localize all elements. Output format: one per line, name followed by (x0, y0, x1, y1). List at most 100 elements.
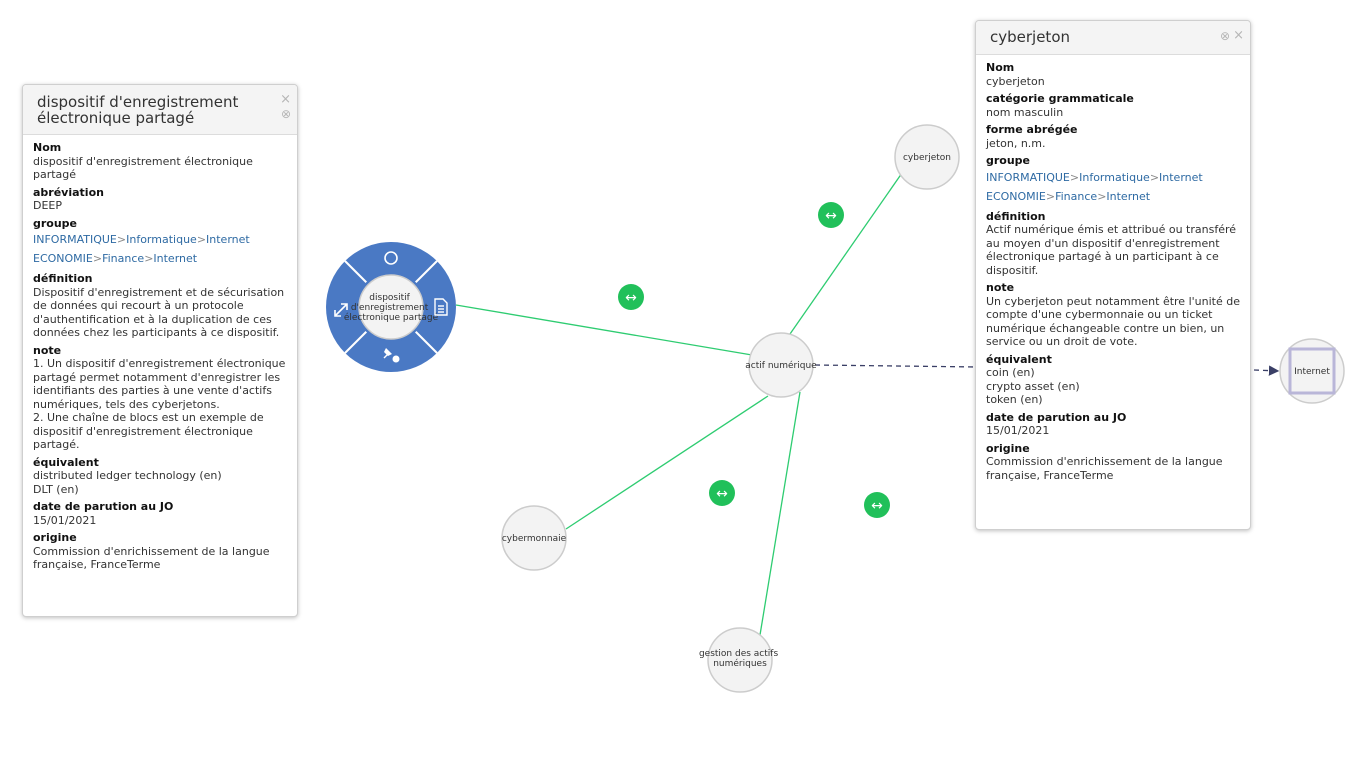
close-icon[interactable]: × (1233, 28, 1244, 43)
field-label: catégorie grammaticale (986, 92, 1134, 105)
expand-icon[interactable] (334, 303, 348, 317)
radial-menu[interactable]: dispositif d'enregistrement électronique… (326, 242, 456, 372)
group-link[interactable]: Internet (153, 252, 198, 265)
group-path: INFORMATIQUE>Informatique>Internet (33, 230, 287, 249)
separator: > (144, 252, 154, 265)
node-label-line-1: gestion des actifs (699, 649, 779, 659)
left-info-panel: dispositif d'enregistrement électronique… (22, 84, 298, 617)
document-icon[interactable] (434, 298, 448, 316)
field-label: abréviation (33, 185, 104, 199)
circle-icon[interactable] (384, 251, 398, 265)
separator: > (1069, 170, 1080, 184)
field-label: note (986, 281, 1015, 294)
minimize-icon[interactable]: ⊗ (1219, 29, 1230, 43)
field-label: origine (986, 441, 1030, 455)
field-value: crypto asset (en) (986, 379, 1080, 393)
field-value: Actif numérique émis et attribué ou tran… (986, 223, 1237, 277)
field-value: nom masculin (986, 105, 1064, 119)
group-link[interactable]: Finance (102, 252, 145, 265)
edge-badge-top[interactable]: ↔ (818, 202, 844, 228)
field-value: token (en) (986, 393, 1043, 406)
group-link[interactable]: INFORMATIQUE (986, 170, 1070, 184)
edge-center-top[interactable] (789, 172, 903, 335)
swap-arrows-icon: ↔ (625, 290, 637, 306)
field-value: distributed ledger technology (en) (33, 469, 222, 482)
field-label: définition (33, 272, 93, 285)
edge-center-left[interactable] (455, 304, 753, 356)
field-label: Nom (986, 61, 1015, 74)
field-value: 2. Une chaîne de blocs est un exemple de… (33, 411, 264, 451)
field-value: jeton, n.m. (986, 136, 1046, 150)
node-label-line-2: numériques (713, 658, 767, 669)
separator: > (116, 233, 127, 246)
group-link[interactable]: Internet (1106, 189, 1151, 203)
swap-arrows-icon: ↔ (871, 498, 883, 514)
edge-badge-bottom-left[interactable]: ↔ (709, 480, 735, 506)
field-value: 15/01/2021 (986, 424, 1050, 437)
edge-badge-left[interactable]: ↔ (618, 284, 644, 310)
field-label: date de parution au JO (33, 500, 174, 513)
swap-arrows-icon: ↔ (716, 486, 728, 502)
node-label-line-2: d'enregistrement (351, 303, 429, 313)
group-link[interactable]: Internet (1159, 170, 1203, 184)
group-link[interactable]: INFORMATIQUE (33, 233, 117, 246)
separator: > (92, 252, 103, 265)
edge-center-bottom-left[interactable] (565, 395, 769, 530)
field-label: groupe (33, 216, 78, 230)
separator: > (1045, 189, 1056, 203)
group-link[interactable]: Informatique (126, 233, 197, 246)
edge-center-right-dashed[interactable] (814, 364, 981, 368)
field-label: équivalent (33, 455, 99, 469)
node-bottom-left[interactable]: cybermonnaie (501, 505, 567, 571)
separator: > (1149, 170, 1160, 184)
field-label: équivalent (986, 352, 1052, 366)
edge-right-dashed-tail[interactable] (1253, 365, 1280, 376)
selection-square (1288, 347, 1336, 395)
close-icon[interactable]: × (280, 92, 291, 107)
group-link[interactable]: Finance (1055, 189, 1098, 203)
group-path: INFORMATIQUE>Informatique>Internet (986, 168, 1240, 187)
group-link[interactable]: Internet (206, 233, 250, 246)
panel-title: cyberjeton (990, 28, 1071, 46)
node-left[interactable] (358, 274, 424, 340)
panel-header: cyberjeton ⊗ × (976, 21, 1250, 55)
node-label-line-1: dispositif (369, 293, 410, 303)
group-link[interactable]: ECONOMIE (986, 189, 1046, 203)
group-link[interactable]: ECONOMIE (33, 252, 93, 265)
graph-edges (455, 172, 903, 636)
right-info-panel: cyberjeton ⊗ × Nom cyberjeton catégorie … (975, 20, 1251, 530)
node-label: dispositif d'enregistrement électronique… (344, 293, 439, 323)
field-label: groupe (986, 154, 1031, 167)
group-path: ECONOMIE>Finance>Internet (986, 187, 1240, 206)
edge-center-bottom[interactable] (759, 391, 801, 636)
field-value: Dispositif d'enregistrement et de sécuri… (33, 285, 285, 340)
node-label: cyberjeton (903, 153, 951, 163)
field-value: Un cyberjeton peut notamment être l'unit… (986, 294, 1240, 349)
field-label: Nom (33, 141, 62, 154)
field-value: Commission d'enrichissement de la langue… (986, 455, 1223, 482)
panel-body: Nom dispositif d'enregistrement électron… (23, 135, 297, 580)
node-bottom[interactable]: gestion des actifs numériques (699, 627, 781, 693)
swap-arrows-icon: ↔ (825, 208, 837, 224)
field-value: 1. Un dispositif d'enregistrement électr… (33, 357, 286, 411)
node-label: cybermonnaie (502, 534, 567, 544)
node-right[interactable]: Internet (1279, 338, 1345, 404)
group-link[interactable]: Informatique (1079, 170, 1150, 184)
field-label: date de parution au JO (986, 410, 1127, 424)
field-value: 15/01/2021 (33, 513, 97, 527)
field-label: origine (33, 531, 77, 544)
panel-title: dispositif d'enregistrement électronique… (37, 93, 239, 127)
node-label: Internet (1294, 367, 1330, 377)
field-value: coin (en) (986, 366, 1035, 379)
edge-badge-bottom[interactable]: ↔ (864, 492, 890, 518)
push-pin-icon[interactable] (383, 348, 400, 363)
panel-header: dispositif d'enregistrement électronique… (23, 85, 297, 135)
group-path: ECONOMIE>Finance>Internet (33, 249, 287, 268)
field-value: Commission d'enrichissement de la langue… (33, 544, 270, 572)
field-label: forme abrégée (986, 123, 1078, 136)
field-value: DLT (en) (33, 482, 79, 496)
node-center[interactable]: actif numérique (745, 332, 817, 398)
node-top[interactable]: cyberjeton (894, 124, 960, 190)
minimize-icon[interactable]: ⊗ (280, 107, 291, 121)
